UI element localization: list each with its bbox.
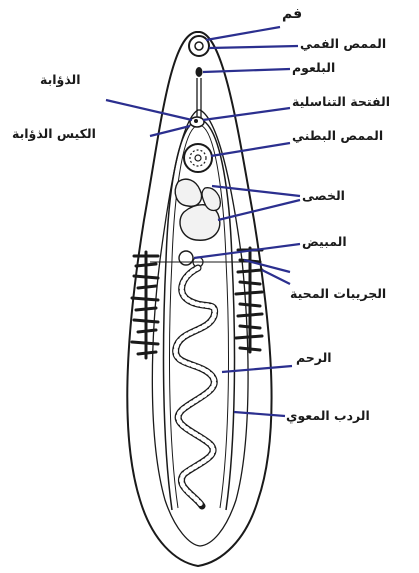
ventral-sucker xyxy=(184,144,212,172)
label-testes: الخصى xyxy=(302,190,345,203)
genital-pore-dot xyxy=(194,119,198,123)
label-cirrus-sac: الكيس الذؤابة xyxy=(12,128,96,141)
label-mouth: فم xyxy=(282,7,302,21)
label-ventral-sucker: الممص البطني xyxy=(292,130,383,143)
label-genital-pore: الفتحة التناسلية xyxy=(292,96,390,109)
label-vitelline-glands: الجريبات المحية xyxy=(290,288,386,301)
vitelline-left xyxy=(132,252,158,358)
label-cirrus: الذؤابة xyxy=(40,74,81,87)
ovary-shape xyxy=(179,251,193,265)
label-uterus: الرحم xyxy=(296,352,332,365)
pharynx xyxy=(196,67,203,77)
label-ovary: المبيض xyxy=(302,236,347,249)
testis-upper xyxy=(175,179,201,206)
label-pharynx: البلعوم xyxy=(292,62,335,75)
left-caecum xyxy=(164,120,196,510)
label-oral-sucker: الممص الفمي xyxy=(300,38,386,51)
label-intestinal-caecum: الردب المعوي xyxy=(286,410,370,423)
right-caecum xyxy=(202,120,234,510)
